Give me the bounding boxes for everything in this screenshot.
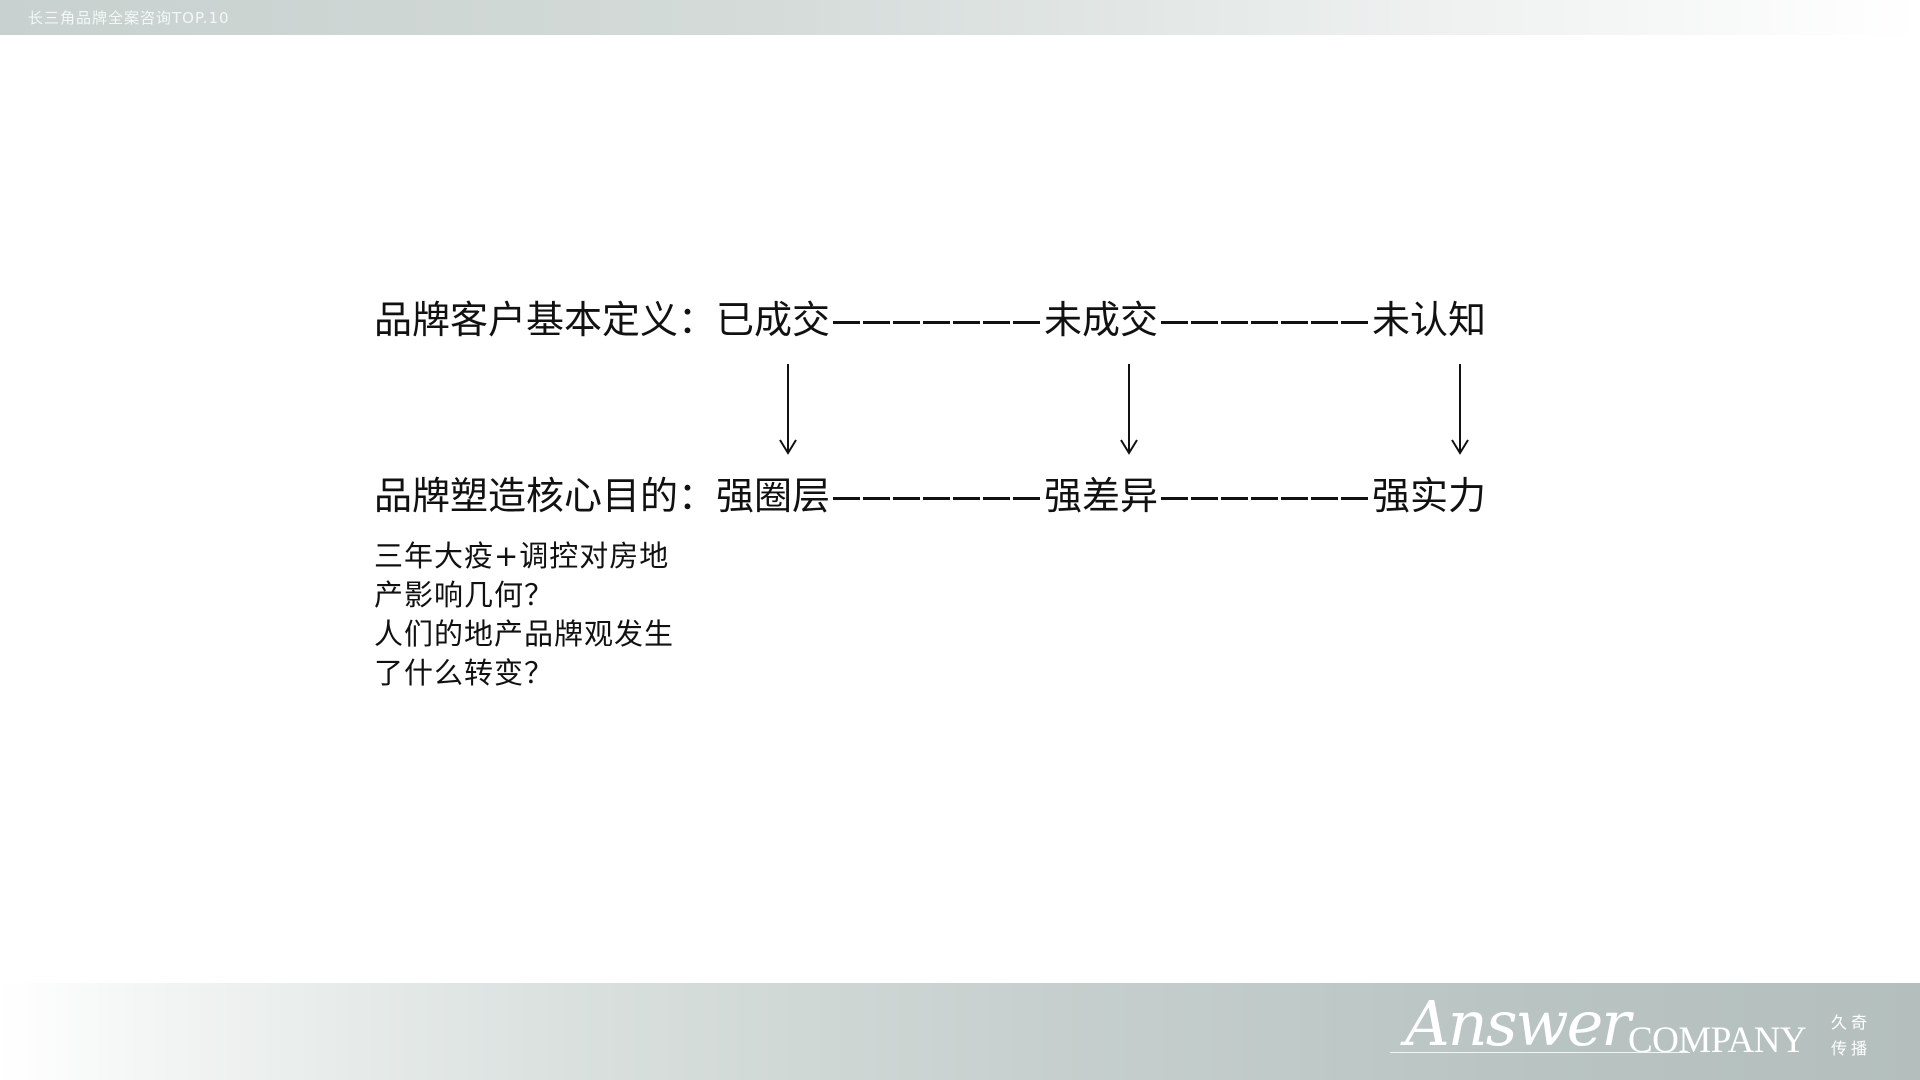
- question-text: 三年大疫+调控对房地 产影响几何？ 人们的地产品牌观发生 了什么转变？: [374, 537, 714, 693]
- dashed-connector: [1161, 497, 1370, 500]
- stage-strong-strength: 强实力: [1372, 474, 1487, 518]
- definition-label: 品牌客户基本定义：: [374, 298, 717, 342]
- brand-cn-line: 久奇: [1831, 1013, 1872, 1032]
- brand-logo-chinese: 久奇 传播: [1831, 1010, 1875, 1062]
- footer-band: [0, 983, 1920, 1080]
- header-title: 长三角品牌全案咨询TOP.10: [28, 9, 230, 27]
- brand-cn-line: 传播: [1831, 1039, 1872, 1058]
- stage-not-closed: 未成交: [1044, 298, 1159, 342]
- brand-divider: [1390, 1052, 1690, 1053]
- brand-logo-script: Answer: [1405, 987, 1631, 1060]
- dashed-connector: [1161, 321, 1370, 324]
- brand-logo-company: COMPANY: [1628, 1020, 1807, 1061]
- down-arrow-icon: [1120, 364, 1138, 455]
- down-arrow-icon: [779, 364, 797, 455]
- question-line: 了什么转变？: [374, 656, 555, 690]
- question-line: 产影响几何？: [374, 578, 555, 612]
- purpose-row: 品牌塑造核心目的：强圈层 强差异 强实力: [374, 471, 1486, 521]
- stage-unaware: 未认知: [1372, 298, 1487, 342]
- stage-strong-circle: 强圈层: [716, 474, 831, 518]
- header-band: 长三角品牌全案咨询TOP.10: [0, 0, 1920, 35]
- stage-closed: 已成交: [716, 298, 831, 342]
- question-line: 人们的地产品牌观发生: [374, 617, 675, 651]
- dashed-connector: [833, 321, 1042, 324]
- dashed-connector: [833, 497, 1042, 500]
- purpose-label: 品牌塑造核心目的：: [374, 474, 717, 518]
- down-arrow-icon: [1451, 364, 1469, 455]
- definition-row: 品牌客户基本定义：已成交 未成交 未认知: [374, 295, 1486, 345]
- question-line: 三年大疫+调控对房地: [374, 539, 670, 573]
- stage-strong-difference: 强差异: [1044, 474, 1159, 518]
